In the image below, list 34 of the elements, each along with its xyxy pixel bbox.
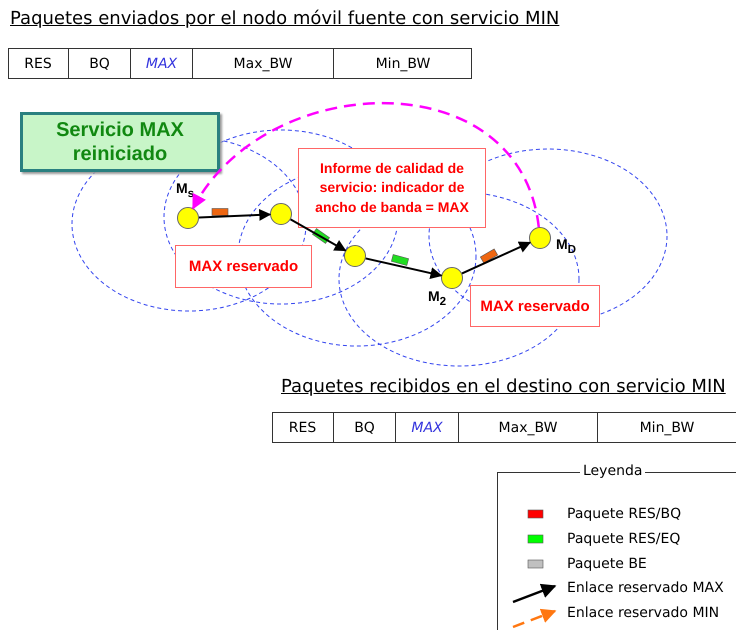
mobile-node-circle <box>344 245 366 267</box>
arrow <box>366 257 442 280</box>
mobile-node-circle <box>441 267 463 289</box>
table-cell: Max_BW <box>192 49 333 78</box>
table-cell: Max_BW <box>458 413 597 442</box>
table-cell: Min_BW <box>333 49 472 78</box>
note-box: MAX reservado <box>470 285 600 327</box>
subtitle: Paquetes recibidos en el destino con servicio MIN <box>281 376 726 397</box>
note-box: MAX reservado <box>175 245 312 288</box>
legend-label: Paquete RES/BQ <box>567 506 682 522</box>
note-box: Informe de calidad de servicio: indicador de ancho de banda = MAX <box>298 148 486 228</box>
legend-label: Paquete BE <box>567 556 647 572</box>
legend-label: Enlace reservado MAX <box>567 580 724 596</box>
title: Paquetes enviados por el nodo móvil fuente con servicio MIN <box>10 8 560 29</box>
table-cell: Min_BW <box>597 413 736 442</box>
node-label: M$_{2}$ <box>428 288 446 308</box>
table-cell-text: RES <box>288 418 318 438</box>
legend-title: Leyenda <box>580 463 646 479</box>
arrow <box>192 102 540 228</box>
table-cell: MAX <box>395 413 458 442</box>
arrow <box>198 208 272 221</box>
table-cell: BQ <box>68 49 130 78</box>
mobile-node-circle <box>270 203 292 225</box>
legend-label: Enlace reservado MIN <box>567 605 720 621</box>
node-label: M$_{D}$ <box>556 236 576 256</box>
legend-label: Paquete RES/EQ <box>567 531 680 547</box>
arrow <box>462 242 532 274</box>
mobile-node-circle <box>177 207 199 229</box>
table-cell-text: RES <box>23 54 53 74</box>
arrow <box>290 218 346 252</box>
status-box: Servicio MAX reiniciado <box>20 112 220 172</box>
table-cell: BQ <box>333 413 395 442</box>
table-cell: MAX <box>130 49 192 78</box>
mobile-node-circle <box>529 227 551 249</box>
